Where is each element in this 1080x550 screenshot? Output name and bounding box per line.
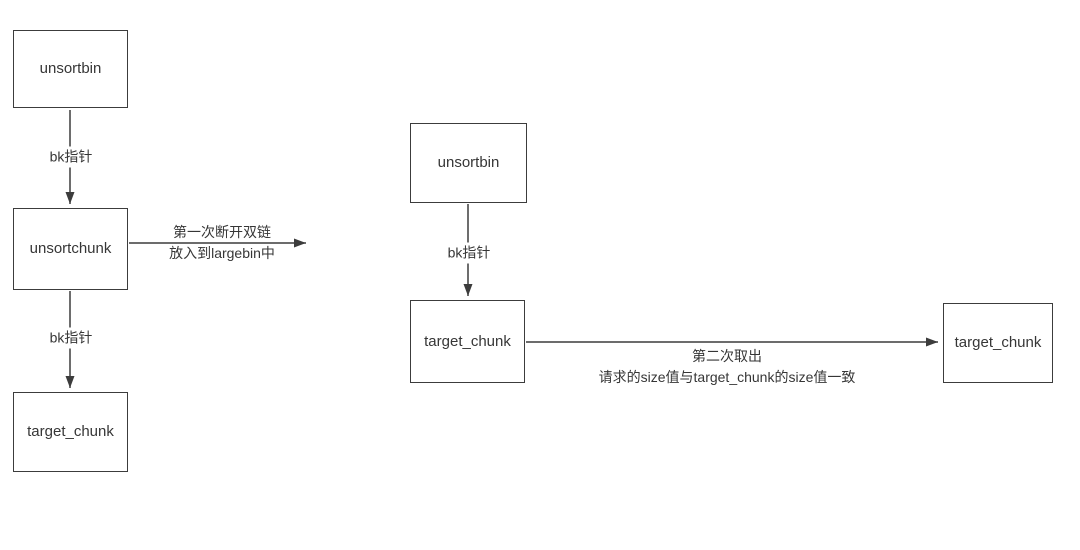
- node-label: target_chunk: [954, 334, 1042, 352]
- node-target-chunk-dst: target_chunk: [943, 303, 1053, 383]
- node-label: unsortchunk: [29, 240, 112, 258]
- edge-label-detach-line2: 放入到largebin中: [169, 245, 275, 261]
- edge-label-second-extract-line2: 请求的size值与target_chunk的size值一致: [598, 369, 856, 385]
- edge-label-second-extract: 第二次取出 请求的size值与target_chunk的size值一致: [599, 346, 856, 388]
- node-target-chunk-src: target_chunk: [410, 300, 525, 383]
- edge-label-bk-left-top: bk指针: [46, 146, 96, 168]
- edge-label-detach: 第一次断开双链 放入到largebin中: [169, 222, 275, 264]
- edge-label-bk-left-bottom: bk指针: [46, 327, 96, 349]
- node-target-chunk-left: target_chunk: [13, 392, 128, 472]
- edge-label-detach-line1: 第一次断开双链: [172, 224, 271, 240]
- edge-label-bk-right: bk指针: [444, 242, 494, 264]
- node-label: target_chunk: [27, 423, 114, 441]
- node-unsortchunk: unsortchunk: [13, 208, 128, 290]
- node-label: unsortbin: [39, 60, 102, 78]
- node-label: target_chunk: [424, 332, 511, 350]
- node-unsortbin-right: unsortbin: [410, 123, 527, 203]
- node-unsortbin-left: unsortbin: [13, 30, 128, 108]
- edge-label-second-extract-line1: 第二次取出: [692, 348, 762, 364]
- node-label: unsortbin: [437, 154, 500, 172]
